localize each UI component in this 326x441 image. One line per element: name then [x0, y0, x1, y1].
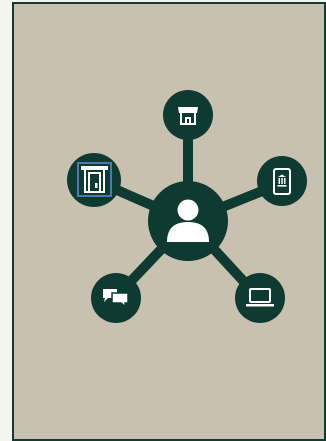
- satellite-online: [235, 273, 285, 323]
- atm-icon: [81, 166, 108, 193]
- satellite-store-circle: [163, 90, 213, 140]
- laptop-icon: [246, 288, 274, 307]
- satellite-chat: [91, 273, 141, 323]
- satellite-atm-circle: [67, 153, 121, 207]
- atm-highlight-frame: [77, 162, 112, 197]
- center-node: [148, 181, 228, 261]
- store-icon: [178, 107, 198, 125]
- user-icon: [167, 199, 209, 242]
- chat-icon: [103, 289, 129, 309]
- satellite-atm: [67, 153, 121, 207]
- satellite-mobile-banking: [257, 156, 307, 206]
- center-node-circle: [148, 181, 228, 261]
- mobile-bank-icon: [273, 168, 291, 195]
- satellite-store: [163, 90, 213, 140]
- satellite-online-circle: [235, 273, 285, 323]
